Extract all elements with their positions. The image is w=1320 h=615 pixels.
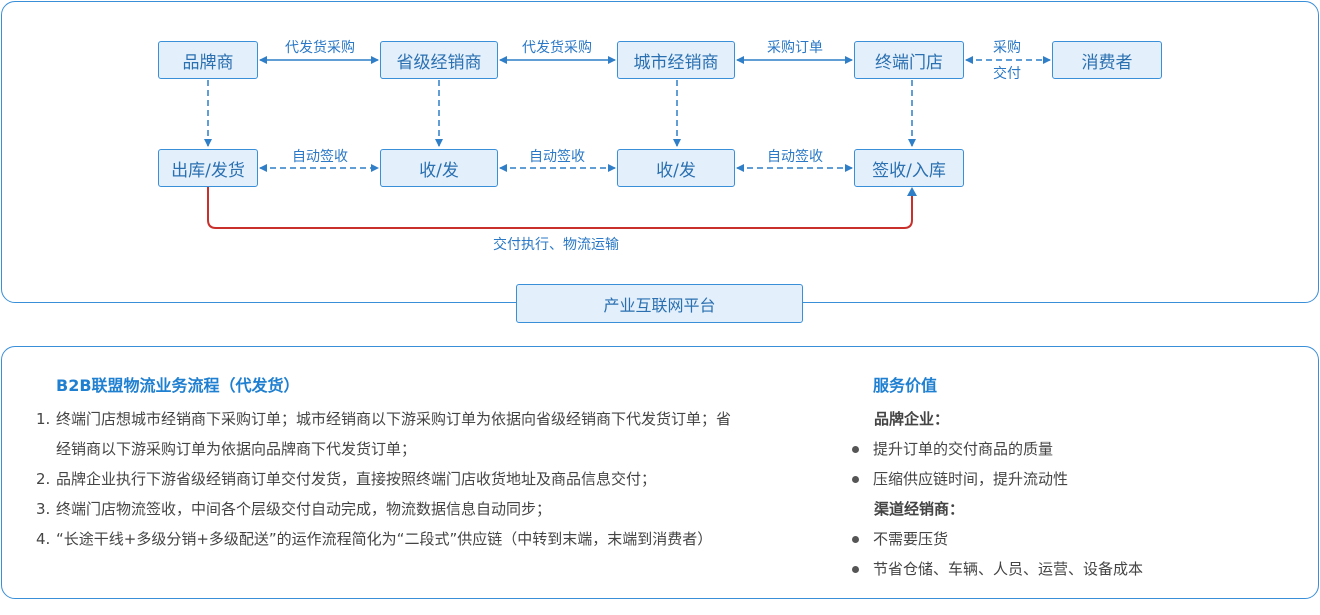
list-number: 4.	[36, 530, 51, 548]
node-brand: 品牌商	[158, 41, 258, 79]
list-text: 终端门店物流签收，中间各个层级交付自动完成，物流数据信息自动同步；	[56, 500, 552, 518]
list-item: 1. 终端门店想城市经销商下采购订单；城市经销商以下游采购订单为依据向省级经销商…	[36, 404, 736, 464]
list-item: 2. 品牌企业执行下游省级经销商订单交付发货，直接按照终端门店收货地址及商品信息…	[36, 464, 736, 494]
value-group-head: 品牌企业：	[874, 410, 950, 428]
list-text: 品牌企业执行下游省级经销商订单交付发货，直接按照终端门店收货地址及商品信息交付；	[56, 470, 657, 488]
value-title: 服务价值	[873, 376, 938, 395]
list-number: 2.	[36, 470, 51, 488]
value-bullet-text: 节省仓储、车辆、人员、运营、设备成本	[873, 560, 1144, 578]
edge-label-purchase-2: 代发货采购	[522, 40, 592, 56]
edge-label-auto-sign-1: 自动签收	[292, 149, 348, 165]
node-ship-out: 出库/发货	[158, 149, 258, 187]
value-bullet-text: 不需要压货	[873, 530, 949, 548]
edge-label-purchase-1: 代发货采购	[285, 40, 355, 56]
list-text: 终端门店想城市经销商下采购订单；城市经销商以下游采购订单为依据向省级经销商下代发…	[56, 410, 732, 458]
edge-label-auto-sign-2: 自动签收	[529, 149, 585, 165]
node-sign-in: 签收/入库	[854, 149, 964, 187]
bullet-icon	[852, 445, 859, 453]
list-text: “长途干线+多级分销+多级配送”的运作流程简化为“二段式”供应链（中转到末端，末…	[56, 530, 713, 548]
node-provincial-dealer: 省级经销商	[380, 41, 498, 79]
bullet-icon	[852, 565, 859, 573]
bullet-icon	[852, 535, 859, 543]
platform-box: 产业互联网平台	[516, 284, 803, 323]
node-city-dealer: 城市经销商	[617, 41, 735, 79]
edge-label-purchase-order: 采购订单	[767, 40, 823, 56]
node-receive-send-1: 收/发	[380, 149, 498, 187]
list-item: 压缩供应链时间，提升流动性	[850, 464, 1300, 494]
node-store: 终端门店	[854, 41, 964, 79]
list-number: 1.	[36, 410, 51, 428]
edge-label-auto-sign-3: 自动签收	[767, 149, 823, 165]
list-item: 4. “长途干线+多级分销+多级配送”的运作流程简化为“二段式”供应链（中转到末…	[36, 524, 736, 554]
node-receive-send-2: 收/发	[617, 149, 735, 187]
list-item: 提升订单的交付商品的质量	[850, 434, 1300, 464]
edge-label-buy: 采购	[993, 40, 1021, 56]
value-group-head: 渠道经销商：	[874, 500, 965, 518]
bullet-icon	[852, 475, 859, 483]
list-number: 3.	[36, 500, 51, 518]
description-panel	[1, 346, 1319, 599]
list-item: 节省仓储、车辆、人员、运营、设备成本	[850, 554, 1300, 584]
edge-label-deliver: 交付	[993, 66, 1021, 82]
list-item: 3. 终端门店物流签收，中间各个层级交付自动完成，物流数据信息自动同步；	[36, 494, 736, 524]
value-bullet-text: 压缩供应链时间，提升流动性	[873, 470, 1069, 488]
list-item: 不需要压货	[850, 524, 1300, 554]
node-consumer: 消费者	[1052, 41, 1162, 79]
process-list: 1. 终端门店想城市经销商下采购订单；城市经销商以下游采购订单为依据向省级经销商…	[36, 404, 736, 554]
value-list: 品牌企业： 提升订单的交付商品的质量 压缩供应链时间，提升流动性 渠道经销商： …	[850, 404, 1300, 584]
value-bullet-text: 提升订单的交付商品的质量	[873, 440, 1054, 458]
edge-label-logistics: 交付执行、物流运输	[493, 237, 619, 253]
process-title: B2B联盟物流业务流程（代发货）	[56, 376, 300, 395]
